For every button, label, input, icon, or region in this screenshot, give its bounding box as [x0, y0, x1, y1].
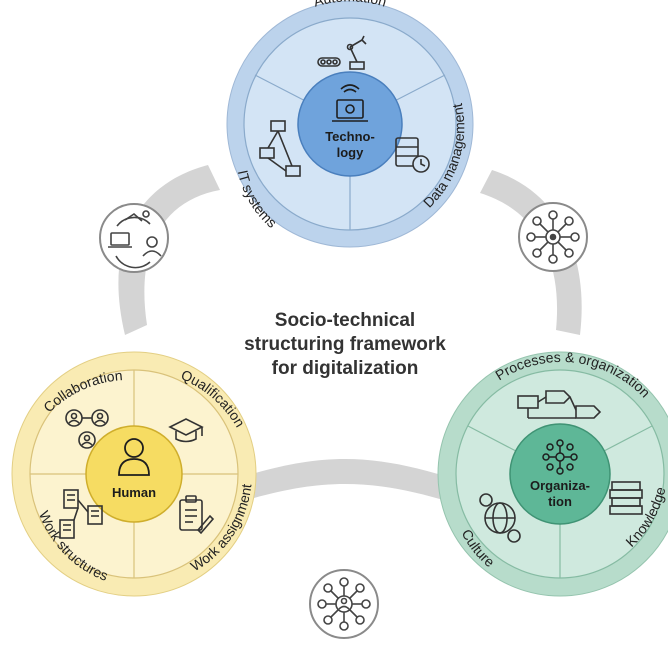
tech-org-network-icon [526, 210, 580, 264]
clipboard-icon [179, 495, 215, 535]
robot-arm-icon [317, 35, 367, 70]
title-line-2: structuring framework [244, 334, 446, 355]
human-core-label: Human [112, 485, 156, 500]
people-group-icon [65, 409, 109, 449]
organization-core-label-1: Organiza- [530, 478, 590, 493]
laptop-gear-icon [332, 84, 368, 122]
diagram-title: Socio-technical structuring framework fo… [244, 310, 446, 379]
title-line-3: for digitalization [272, 358, 419, 379]
technology-cluster: Techno- logy Automation IT s [226, 0, 474, 248]
network-nodes-icon [542, 439, 578, 475]
connector-band-human-org [232, 459, 458, 502]
technology-core-label-2: logy [337, 145, 364, 160]
technology-core [297, 71, 403, 177]
title-line-1: Socio-technical [275, 310, 415, 331]
network-computers-icon [259, 120, 301, 177]
database-clock-icon [395, 137, 430, 173]
human-org-network-icon [317, 577, 371, 631]
person-icon [118, 438, 150, 476]
globe-people-icon [479, 493, 521, 543]
tech-human-cycle-icon [108, 210, 162, 269]
connector-human-org [309, 569, 379, 639]
connector-tech-org [518, 202, 588, 272]
organization-core-label-2: tion [548, 494, 572, 509]
process-flow-icon [517, 390, 602, 419]
documents-icon [59, 489, 103, 539]
connector-tech-human [99, 203, 169, 273]
organization-cluster: Organiza- tion Processes & organization … [437, 349, 668, 597]
books-icon [609, 481, 643, 515]
human-core [85, 425, 183, 523]
human-cluster: Human Colla [11, 351, 257, 597]
technology-core-label-1: Techno- [325, 129, 375, 144]
graduation-cap-icon [168, 418, 204, 443]
